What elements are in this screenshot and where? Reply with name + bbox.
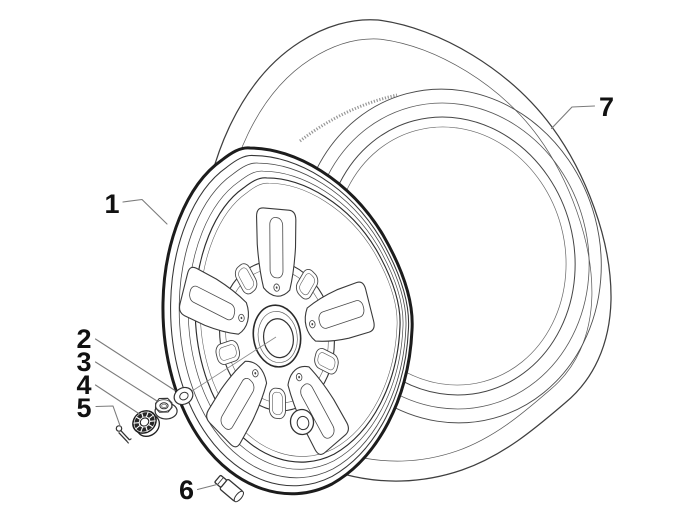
rim-ring [187, 170, 404, 470]
rim-ring [178, 162, 407, 479]
bead-hatching [299, 93, 398, 143]
nut-thread [161, 403, 167, 408]
pocket-inner-line [237, 266, 255, 292]
pocket-outline [214, 339, 241, 367]
callout-5-label: 5 [76, 393, 91, 423]
callout-labels: 1 2 3 4 5 6 7 [76, 92, 614, 505]
bearing-roller-gaps [133, 411, 156, 433]
bolt-head-line [217, 477, 224, 485]
nut-part [154, 397, 178, 420]
valve-hole-inner [296, 415, 310, 431]
wheel-face [165, 193, 392, 474]
hub-pocket [214, 339, 241, 367]
pocket-outline [313, 346, 340, 377]
callout-leaders [94, 105, 596, 491]
callout-7-leader [550, 105, 596, 130]
callout-3-label: 3 [76, 347, 91, 377]
callout-7-label: 7 [599, 92, 614, 122]
bearing-inner-hole [139, 417, 150, 427]
callout-6-leader [196, 483, 218, 491]
pin-legs [118, 430, 131, 443]
pin-split-tips [126, 438, 132, 444]
spoke [279, 356, 350, 457]
callout-2-label: 2 [76, 324, 91, 354]
bearing-part [132, 410, 161, 437]
spoke-stud-dot [298, 375, 301, 379]
spoke [300, 280, 376, 351]
callout-4-label: 4 [76, 370, 91, 400]
tire-shoulder-line [220, 38, 593, 462]
spoke [204, 350, 275, 450]
rim-ring [170, 154, 410, 487]
spoke-groove [317, 299, 365, 330]
hub-bore-chamfer [255, 309, 301, 365]
rim-valve-hole [289, 408, 315, 436]
pocket-inner-line [218, 343, 237, 361]
pocket-inner-line [272, 392, 282, 415]
spoke-groove [219, 375, 256, 432]
hub-pocket [269, 388, 285, 420]
spoke-stud-dot [275, 286, 278, 289]
wheel-rim-illustration [161, 146, 414, 496]
axle-axis-line [188, 336, 277, 394]
spoke-groove [188, 284, 236, 322]
callout-4-leader [94, 384, 141, 415]
pocket-inner-line [298, 271, 316, 297]
washer-hole [179, 391, 189, 401]
spoke-stud-dot [240, 316, 243, 320]
callout-1-label: 1 [104, 189, 119, 219]
pocket-inner-line [317, 351, 336, 371]
bolt-face [233, 490, 245, 503]
pin-head [115, 425, 123, 432]
spoke [178, 265, 254, 345]
rim-face-boundary [199, 182, 398, 457]
callout-3-leader [94, 361, 158, 402]
hub-pocket [313, 346, 340, 377]
callout-5-leader [95, 405, 121, 428]
hub-pocket [294, 266, 321, 303]
pocket-outline [233, 260, 260, 297]
hub-bore-hole [261, 317, 296, 360]
bolt-part [214, 474, 245, 503]
hub-pocket [233, 260, 260, 297]
spoke-groove [270, 217, 283, 278]
washer-part [173, 386, 194, 406]
spoke-stud-dot [311, 323, 314, 326]
callout-6-label: 6 [179, 475, 194, 505]
cotter-pin-part [115, 425, 132, 444]
spoke [257, 207, 297, 298]
spoke-stud-dot [254, 372, 257, 375]
pocket-outline [269, 388, 285, 420]
callout-1-leader [122, 198, 168, 225]
rim-inner-lip [194, 177, 401, 463]
nut-top-face [155, 399, 173, 412]
pocket-outline [294, 266, 321, 303]
callout-2-leader [94, 338, 176, 392]
